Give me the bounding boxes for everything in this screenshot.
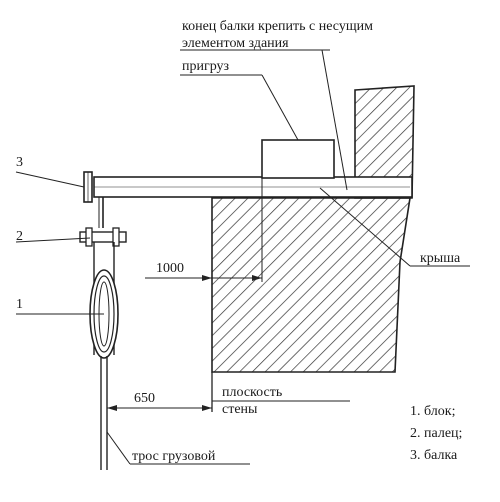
- counterweight-label: пригруз: [182, 59, 230, 74]
- callout-1: 1: [16, 297, 23, 312]
- roof-label: крыша: [420, 251, 461, 266]
- cargo-rope-label: трос грузовой: [132, 449, 216, 464]
- parapet: [354, 85, 415, 199]
- legend: 1. блок; 2. палец; 3. балка: [410, 404, 462, 463]
- wall-plane-label-line2: стены: [222, 402, 258, 417]
- dim-650-arrow-left: [107, 405, 117, 411]
- dim-1000-text: 1000: [156, 261, 184, 276]
- callout-3-leader: [15, 171, 85, 188]
- counterweight-block: [261, 139, 335, 179]
- roof-leader: [319, 187, 411, 267]
- legend-item-3: 3. балка: [410, 448, 458, 463]
- dim-1000-arrow-left: [202, 275, 212, 281]
- beam-end-note-line2: элементом здания: [182, 36, 289, 51]
- rope-leader: [106, 431, 131, 465]
- pin-nut-left: [85, 227, 93, 247]
- roof-slab: [211, 197, 411, 373]
- beam-end-note-line1: конец балки крепить с несущим: [182, 19, 373, 34]
- pin: [79, 231, 127, 243]
- legend-item-2: 2. палец;: [410, 426, 462, 441]
- wall-plane-label-line1: плоскость: [222, 385, 282, 400]
- pin-nut-right: [112, 227, 120, 247]
- beam-end-leader: [321, 49, 348, 191]
- counterweight-leader: [261, 74, 299, 141]
- legend-item-1: 1. блок;: [410, 404, 455, 419]
- dim-650-text: 650: [134, 391, 155, 406]
- callout-2-leader: [15, 237, 91, 243]
- callout-2: 2: [16, 229, 23, 244]
- dim-650-arrow-right: [202, 405, 212, 411]
- dim-1000-arrow-right: [252, 275, 262, 281]
- callout-3: 3: [16, 155, 23, 170]
